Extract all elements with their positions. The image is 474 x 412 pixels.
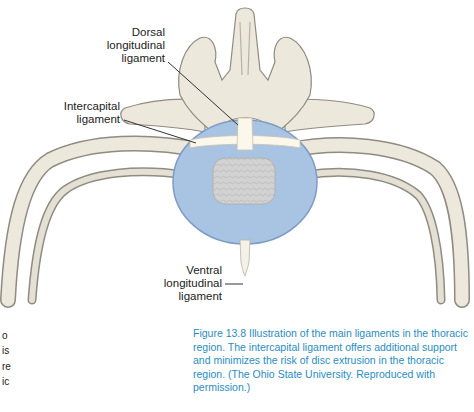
cropped-text: ic — [2, 375, 16, 388]
figure-caption: Figure 13.8 Illustration of the main lig… — [193, 327, 469, 395]
dorsal-ligament — [237, 118, 253, 150]
cropped-text: re — [2, 360, 16, 373]
ligament-label: Dorsal longitudinal ligament — [80, 26, 165, 65]
cropped-text: o — [2, 329, 16, 342]
nucleus-pulposus — [213, 158, 275, 204]
leader-line — [124, 62, 243, 284]
ligament-label: Ventral longitudinal ligament — [130, 264, 222, 303]
ventral-ligament — [240, 240, 250, 276]
ligament-label: Intercapital ligament — [40, 100, 120, 126]
cropped-text: is — [2, 344, 16, 357]
